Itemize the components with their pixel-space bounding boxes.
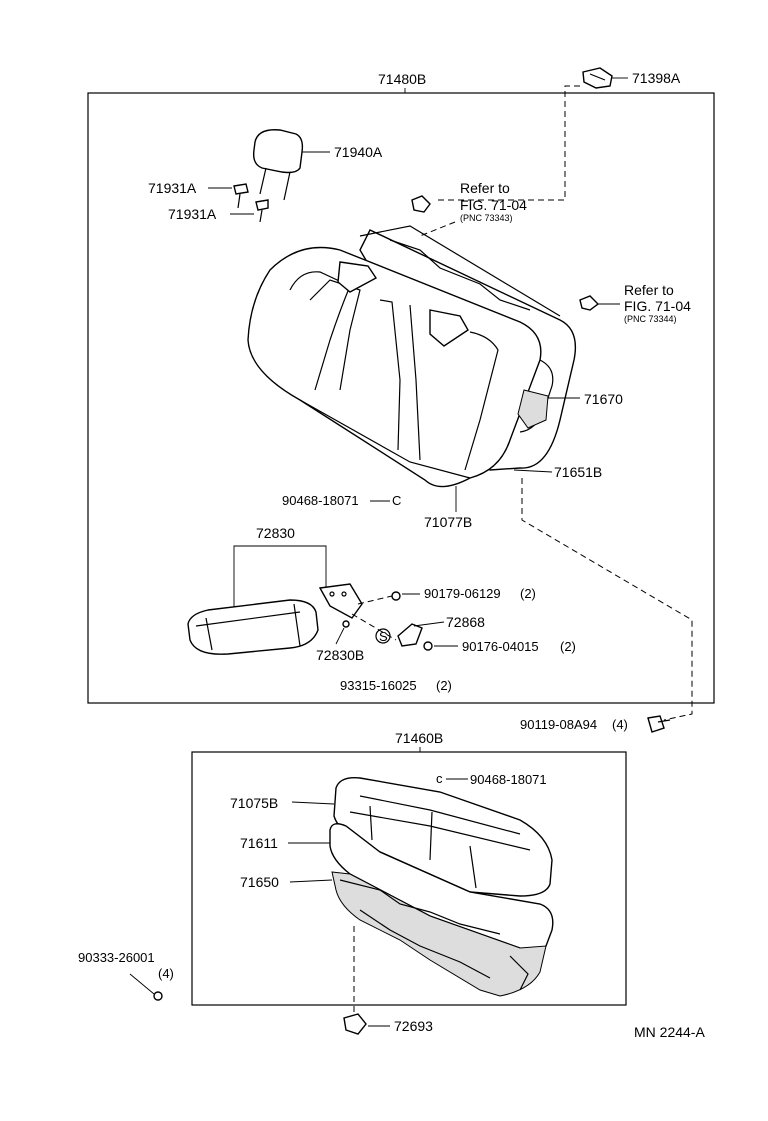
back-to-bolt-dashline (521, 478, 693, 721)
hook-part (343, 1013, 367, 1035)
lower-assembly-frame (191, 751, 627, 1006)
bracket-part (397, 623, 423, 647)
armrest-sub-label: 72830B (316, 647, 364, 663)
bolt-1-label: 90179-06129 (424, 586, 501, 601)
spacer-label: 93315-16025 (340, 678, 417, 693)
seat-cushion-part (329, 777, 554, 997)
seat-back-part (247, 225, 577, 488)
refer-1-dashline (419, 221, 456, 237)
cover-back-label: 71077B (424, 514, 472, 530)
bolt-1-part (391, 591, 401, 601)
bracket-label: 72868 (446, 614, 485, 630)
frame-cushion-label: 71650 (240, 874, 279, 890)
armrest-label: 72830 (256, 525, 295, 541)
hog-ring-symbol: C (392, 493, 401, 508)
refer-1-line2: FIG. 71-04 (460, 197, 527, 213)
spacer-qty: (2) (436, 678, 452, 693)
spacer-symbol: S (379, 629, 388, 644)
upper-assembly-frame (87, 92, 715, 704)
diagram-id: MN 2244-A (634, 1024, 705, 1040)
armrest-sub-leader (335, 627, 345, 645)
pad-back-leader (513, 469, 553, 473)
frame-cushion-leader (289, 879, 333, 883)
upper-assembly-label: 71480B (378, 71, 426, 87)
clip-ref-2 (579, 295, 600, 311)
clip-top-dashline (436, 85, 580, 201)
clip-top-label: 71398A (632, 70, 681, 86)
hog-ring-2-symbol: c (436, 771, 443, 786)
bolt-2-label: 90119-08A94 (520, 717, 597, 732)
armrest-hinge (318, 583, 363, 619)
hook-label: 72693 (394, 1018, 433, 1034)
cover-cushion-leader (291, 801, 335, 805)
grommet-part (153, 991, 163, 1001)
refer-2-line2: FIG. 71-04 (624, 298, 691, 314)
headrest-support-lower (255, 199, 269, 223)
bolt-2-qty: (4) (612, 717, 628, 732)
armrest-sub-part (342, 620, 350, 628)
armrest-bracket-lines (233, 545, 327, 608)
hog-ring-2-label: 90468-18071 (470, 772, 547, 787)
headrest-part (252, 129, 304, 201)
headrest-support-label-2: 71931A (168, 206, 217, 222)
bracket-leader (413, 621, 445, 627)
frame-label: 71670 (584, 391, 623, 407)
clip-top-part (582, 67, 613, 89)
bolt-2-part (647, 715, 671, 733)
pad-back-label: 71651B (554, 464, 602, 480)
nut-qty: (2) (560, 639, 576, 654)
refer-1-line1: Refer to (460, 180, 510, 196)
headrest-label: 71940A (334, 144, 383, 160)
spacer-dashline (351, 613, 397, 641)
bolt-1-dashline (357, 595, 393, 605)
headrest-support-upper (233, 183, 249, 209)
pad-cushion-label: 71611 (240, 835, 278, 851)
nut-label: 90176-04015 (462, 639, 539, 654)
headrest-support-label-1: 71931A (148, 180, 197, 196)
hog-ring-label: 90468-18071 (282, 493, 359, 508)
cover-cushion-label: 71075B (230, 795, 278, 811)
grommet-leader (129, 973, 155, 995)
grommet-label: 90333-26001 (78, 950, 155, 965)
bolt-1-qty: (2) (520, 586, 536, 601)
refer-1-pnc: (PNC 73343) (460, 213, 513, 223)
refer-2-pnc: (PNC 73344) (624, 314, 677, 324)
refer-2-line1: Refer to (624, 282, 674, 298)
lower-assembly-label: 71460B (395, 730, 443, 746)
armrest-part (187, 599, 319, 655)
clip-ref-1 (411, 195, 431, 213)
grommet-qty: (4) (158, 966, 174, 981)
nut-part (423, 641, 433, 651)
